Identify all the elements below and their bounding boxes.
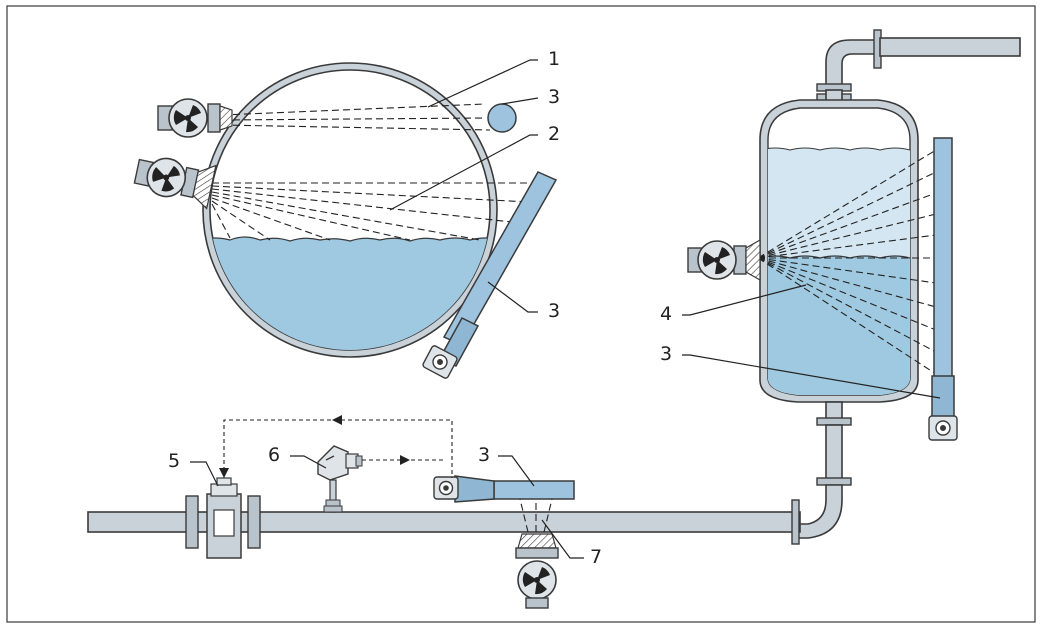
callout-7: 7 — [590, 546, 602, 568]
detector-head-icon — [433, 476, 459, 500]
callout-1: 1 — [548, 48, 560, 70]
beam-continuous-level — [211, 182, 538, 241]
callout-3-pipe: 3 — [478, 444, 490, 466]
detector-head-icon — [928, 415, 958, 441]
callout-3-rod: 3 — [548, 300, 560, 322]
callout-6: 6 — [268, 444, 280, 466]
pipeline — [87, 445, 801, 609]
flowmeter-icon — [185, 477, 261, 559]
temperature-transmitter-icon — [317, 445, 363, 513]
radiation-source-icon — [133, 157, 217, 210]
signal-connection — [219, 415, 453, 478]
rod-detector-pipe — [433, 475, 575, 503]
callout-3-vessel: 3 — [660, 343, 672, 365]
rod-detector-tank — [422, 171, 558, 379]
callout-3-point: 3 — [548, 86, 560, 108]
beam-density — [519, 498, 553, 533]
horizontal-tank — [202, 62, 498, 358]
figure-frame — [6, 5, 1036, 623]
radiation-source-icon — [515, 533, 559, 609]
radiation-source-icon — [687, 238, 761, 282]
rod-detector-vessel — [928, 137, 958, 441]
beam-vessel-level — [757, 149, 937, 375]
point-level-detector-icon — [487, 103, 517, 133]
vertical-vessel — [759, 29, 1021, 539]
beam-point-level — [221, 103, 491, 131]
callout-5: 5 — [168, 450, 180, 472]
callout-4: 4 — [660, 303, 672, 325]
vessel-liquid — [768, 255, 910, 395]
radiation-source-icon — [157, 98, 233, 138]
callout-2: 2 — [548, 123, 560, 145]
detector-head-icon — [422, 345, 458, 379]
